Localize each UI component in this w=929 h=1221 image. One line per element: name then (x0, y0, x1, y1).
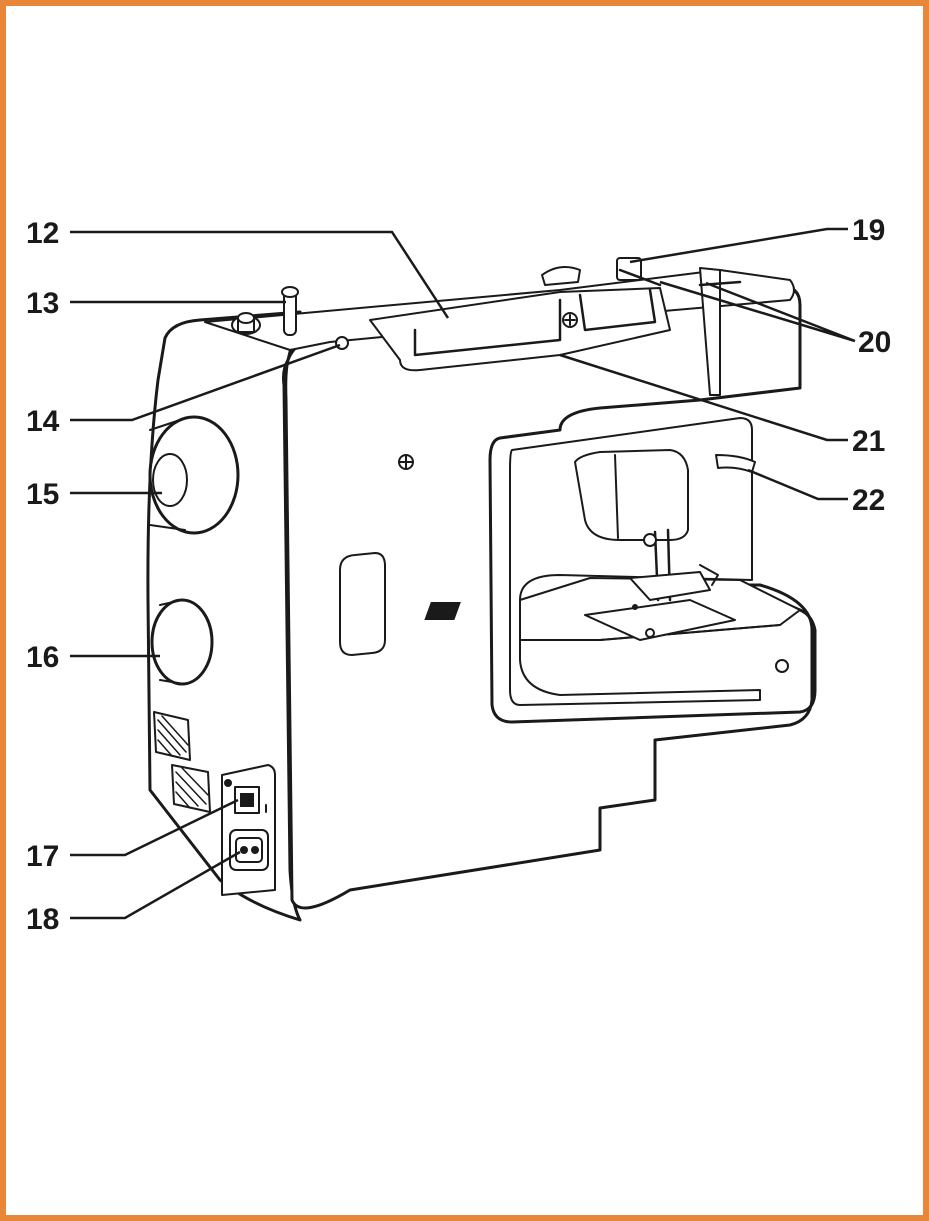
callout-20: 20 (858, 326, 891, 359)
callout-22: 22 (852, 484, 885, 517)
leader-18 (70, 850, 241, 920)
callout-18: 18 (26, 903, 59, 936)
power-socket (229, 829, 269, 871)
sewing-machine-illustration (146, 257, 817, 922)
carrying-handle (369, 287, 671, 372)
leader-20 (659, 280, 856, 343)
machine-front-body (284, 284, 817, 910)
leader-12 (70, 230, 450, 319)
callout-21: 21 (852, 425, 885, 458)
spool-pin (281, 286, 299, 336)
label-plate (339, 552, 386, 656)
needle-bar-housing (574, 449, 689, 541)
handwheel (148, 415, 240, 535)
thread-guide (616, 257, 662, 287)
feed-dogs (424, 602, 461, 620)
bed-front-hole (775, 659, 789, 673)
leader-14 (70, 343, 341, 422)
leader-22 (747, 468, 848, 501)
callout-12: 12 (26, 217, 59, 250)
callout-13: 13 (26, 287, 59, 320)
callout-16: 16 (26, 641, 59, 674)
stitch-selector-dial (150, 598, 214, 686)
leader-lines (70, 227, 856, 920)
bobbin-winder-spindle (231, 312, 261, 335)
leader-19 (629, 227, 848, 264)
callout-labels: 12 13 14 15 16 17 18 19 20 21 22 (26, 214, 891, 936)
bobbin-winder-stopper (335, 336, 349, 350)
callout-14: 14 (26, 405, 60, 438)
arm-opening (509, 417, 761, 706)
callout-15: 15 (26, 478, 59, 511)
leader-17 (70, 798, 239, 857)
callout-17: 17 (26, 840, 59, 873)
body-screw (398, 454, 414, 470)
presser-foot-assembly (629, 528, 719, 602)
callout-19: 19 (852, 214, 885, 247)
ventilation-grille (153, 711, 211, 813)
sewing-machine-rear-view-diagram: 12 13 14 15 16 17 18 19 20 21 22 (26, 214, 891, 936)
leader-21 (559, 353, 848, 442)
needle-plate (584, 599, 736, 641)
